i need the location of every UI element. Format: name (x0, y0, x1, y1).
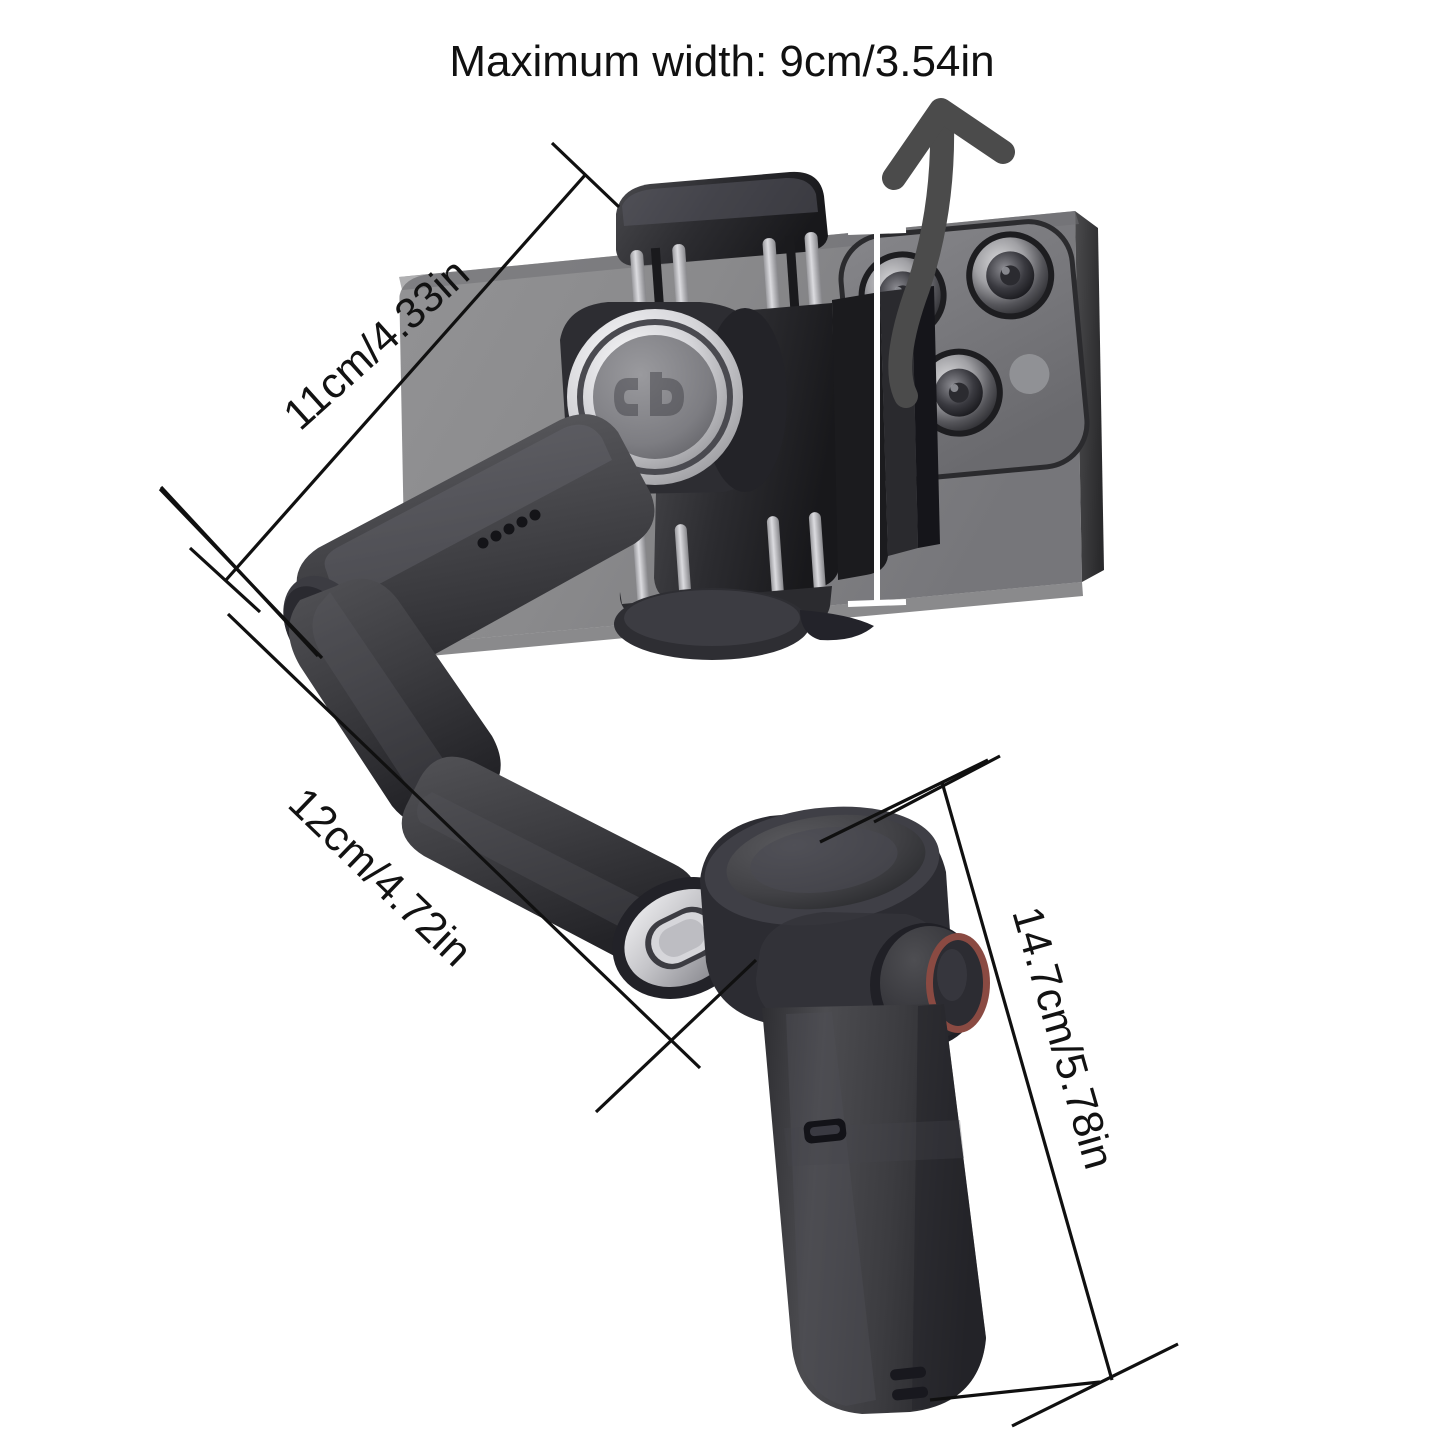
handle-right-shade (912, 1004, 986, 1410)
phone-right-edge (1075, 211, 1104, 582)
joystick-pad-inner (658, 919, 706, 957)
led-indicator-group (477, 509, 541, 549)
usb-c-port-inner (809, 1124, 840, 1137)
lower-arm-body (401, 756, 698, 966)
led-indicator-2 (490, 530, 502, 542)
side-knob-highlight (937, 949, 967, 1001)
elbow-highlight (312, 592, 456, 796)
side-knob (870, 923, 990, 1066)
dim-147-leader (819, 758, 989, 844)
dim-11cm-line (224, 172, 588, 582)
gimbal-brand-logo (614, 372, 684, 416)
max-width-tick-top (847, 227, 907, 235)
led-indicator-4 (516, 516, 528, 528)
max-width-arrow (882, 98, 1015, 408)
max-width-tick-bottom (847, 599, 907, 607)
dim-12cm-ext-upper (158, 487, 324, 660)
page-title: Maximum width: 9cm/3.54in (449, 37, 994, 86)
clamp-lower-cap-top (624, 590, 800, 646)
led-indicator-5 (529, 509, 541, 521)
dim-12cm-ext-lower (594, 958, 758, 1114)
dim-12cm-line (226, 612, 702, 1070)
clamp-upper-highlight (622, 177, 818, 226)
arrow-shaft (888, 110, 955, 408)
tilt-arm-highlight (324, 424, 612, 606)
dim-147-line (940, 781, 1114, 1381)
handle-left-highlight (786, 1012, 876, 1406)
grip-handle (762, 1004, 986, 1414)
roll-motor-face (593, 335, 717, 459)
max-width-measure-line (847, 227, 907, 607)
dim-147-leader-bottom (929, 1380, 1101, 1402)
dim-11cm-tick-upper (550, 141, 621, 209)
lower-arm (401, 756, 698, 966)
camera-lens-top-right (966, 231, 1055, 320)
dim-147-ext-bottom (1011, 1342, 1179, 1428)
pan-motor-cap-inner (750, 826, 898, 894)
dim-label-147cm: 14.7cm/5.78in (1002, 902, 1123, 1175)
led-indicator-3 (503, 523, 515, 535)
dim-11cm-tick-lower (188, 546, 262, 614)
lower-arm-highlight (417, 792, 673, 948)
led-indicator-1 (477, 537, 489, 549)
clamp-right-edge (912, 286, 940, 548)
speaker-slot-1 (890, 1366, 927, 1381)
arrow-head (882, 98, 1015, 190)
camera-flash (1009, 354, 1050, 395)
speaker-slot-2 (892, 1386, 929, 1401)
dim-147-ext-top (873, 754, 1001, 824)
clamp-lower-side (800, 610, 874, 641)
